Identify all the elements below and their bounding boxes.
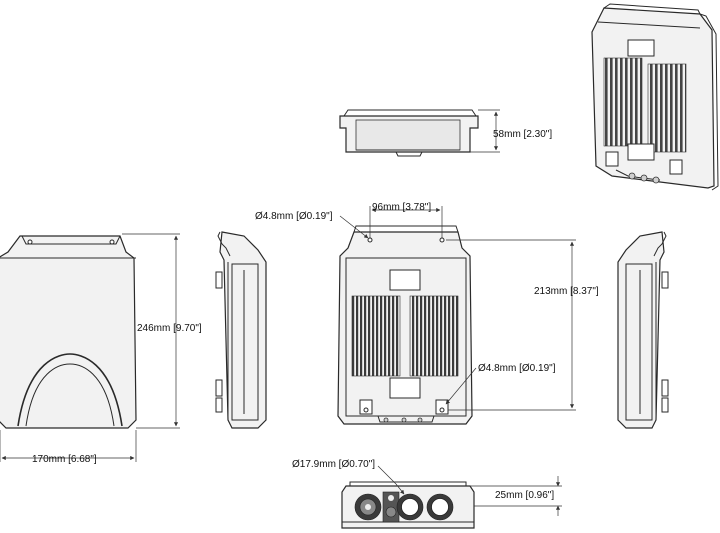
depth-dimension: 58mm [2.30"] bbox=[470, 109, 552, 153]
front-view bbox=[0, 235, 137, 429]
connector-center bbox=[382, 491, 400, 523]
left-side-view bbox=[215, 231, 267, 429]
height-dimension: 246mm [9.70"] bbox=[122, 233, 202, 429]
connector-dia-leader: Ø17.9mm [Ø0.70"] bbox=[292, 459, 405, 495]
right-side-view bbox=[617, 231, 669, 429]
isometric-view bbox=[591, 3, 719, 191]
rear-fins-right bbox=[409, 295, 459, 377]
hole-top-label: Ø4.8mm [Ø0.19"] bbox=[255, 211, 333, 222]
iso-fins-left bbox=[603, 57, 643, 147]
hole-spacing-dimension: 96mm [3.78"] bbox=[369, 202, 443, 238]
rear-view bbox=[337, 225, 473, 425]
iso-mount-tab-bottom bbox=[627, 143, 655, 161]
hole-height-label: 213mm [8.37"] bbox=[534, 286, 599, 297]
width-label: 170mm [6.68"] bbox=[32, 454, 97, 465]
hole-bottom-leader: Ø4.8mm [Ø0.19"] bbox=[445, 363, 556, 405]
height-label: 246mm [9.70"] bbox=[137, 323, 202, 334]
top-view bbox=[339, 109, 479, 157]
bottom-depth-label: 25mm [0.96"] bbox=[495, 490, 554, 501]
hole-bottom-label: Ø4.8mm [Ø0.19"] bbox=[478, 363, 556, 374]
rear-mount-tab-top bbox=[389, 269, 421, 291]
rear-mount-tab-bottom bbox=[389, 377, 421, 399]
connector-dia-label: Ø17.9mm [Ø0.70"] bbox=[292, 459, 375, 470]
connector-right-2 bbox=[426, 493, 454, 521]
iso-fins-right bbox=[647, 63, 687, 153]
bottom-depth-dimension: 25mm [0.96"] bbox=[470, 476, 562, 516]
hole-height-dimension: 213mm [8.37"] bbox=[446, 239, 599, 411]
hole-spacing-label: 96mm [3.78"] bbox=[372, 202, 431, 213]
connector-right-1 bbox=[396, 493, 424, 521]
width-dimension: 170mm [6.68"] bbox=[0, 430, 137, 465]
depth-label: 58mm [2.30"] bbox=[493, 129, 552, 140]
bottom-view bbox=[341, 481, 475, 529]
iso-mount-tab-top bbox=[627, 39, 655, 57]
connector-left bbox=[354, 493, 382, 521]
rear-fins-left bbox=[351, 295, 401, 377]
hole-top-leader: Ø4.8mm [Ø0.19"] bbox=[255, 211, 369, 239]
